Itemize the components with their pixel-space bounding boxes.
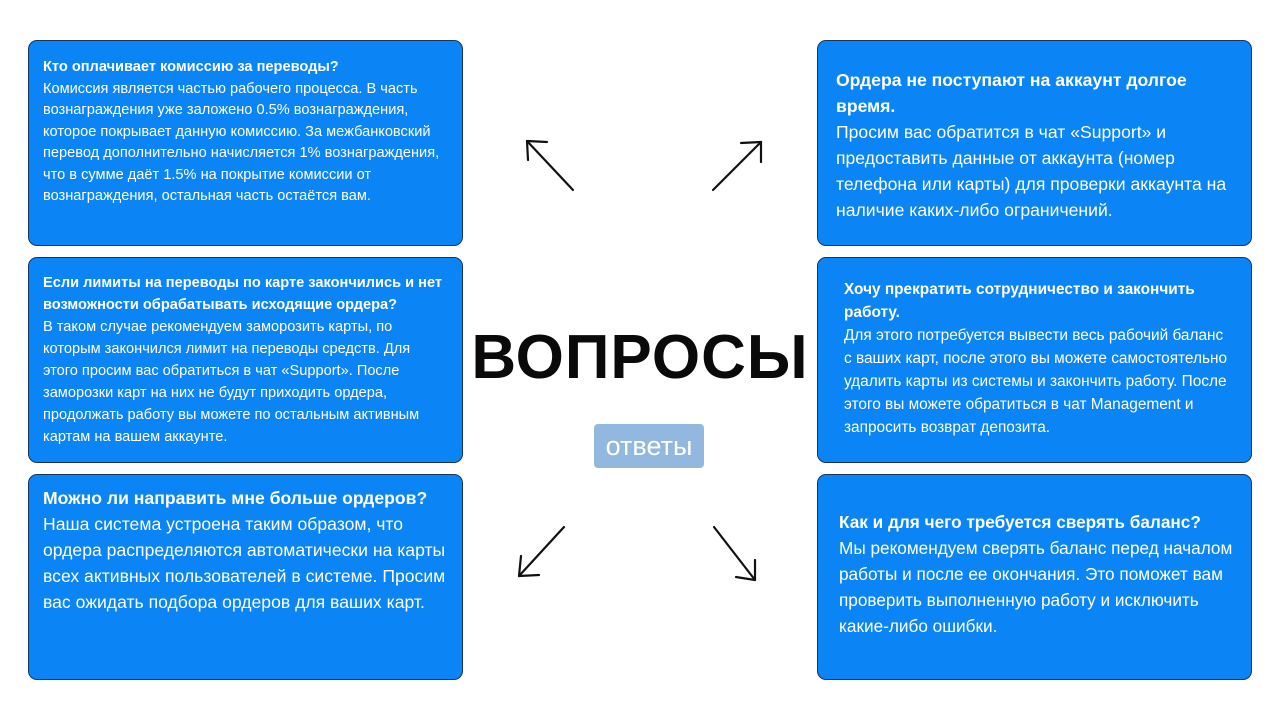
faq-question: Хочу прекратить сотрудничество и закончи… xyxy=(844,281,1195,321)
faq-answer: В таком случае рекомендуем заморозить ка… xyxy=(43,319,420,445)
arrow-up-right-icon xyxy=(711,140,763,192)
arrow-down-left-icon xyxy=(517,525,566,578)
faq-question: Можно ли направить мне больше ордеров? xyxy=(43,488,428,508)
answers-badge: ответы xyxy=(594,424,704,468)
faq-card-commission: Кто оплачивает комиссию за переводы? Ком… xyxy=(28,40,463,246)
faq-answer: Мы рекомендуем сверять баланс перед нача… xyxy=(839,538,1233,636)
faq-question: Если лимиты на переводы по карте закончи… xyxy=(43,275,443,313)
faq-answer: Просим вас обратится в чат «Support» и п… xyxy=(836,122,1227,220)
page-title: ВОПРОСЫ xyxy=(471,323,809,392)
faq-answer: Для этого потребуется вывести весь рабоч… xyxy=(844,327,1228,436)
faq-question: Кто оплачивает комиссию за переводы? xyxy=(43,59,339,75)
faq-answer: Наша система устроена таким образом, что… xyxy=(43,514,446,612)
faq-card-card-limits: Если лимиты на переводы по карте закончи… xyxy=(28,257,463,463)
faq-card-balance-check: Как и для чего требуется сверять баланс?… xyxy=(817,474,1252,680)
faq-card-stop-cooperation: Хочу прекратить сотрудничество и закончи… xyxy=(817,257,1252,463)
faq-card-orders-delay: Ордера не поступают на аккаунт долгое вр… xyxy=(817,40,1252,246)
arrow-down-right-icon xyxy=(712,525,757,582)
arrow-up-left-icon xyxy=(525,139,575,192)
faq-answer: Комиссия является частью рабочего процес… xyxy=(43,80,440,205)
faq-card-more-orders: Можно ли направить мне больше ордеров? Н… xyxy=(28,474,463,680)
faq-question: Как и для чего требуется сверять баланс? xyxy=(839,512,1201,532)
faq-question: Ордера не поступают на аккаунт долгое вр… xyxy=(836,70,1187,116)
